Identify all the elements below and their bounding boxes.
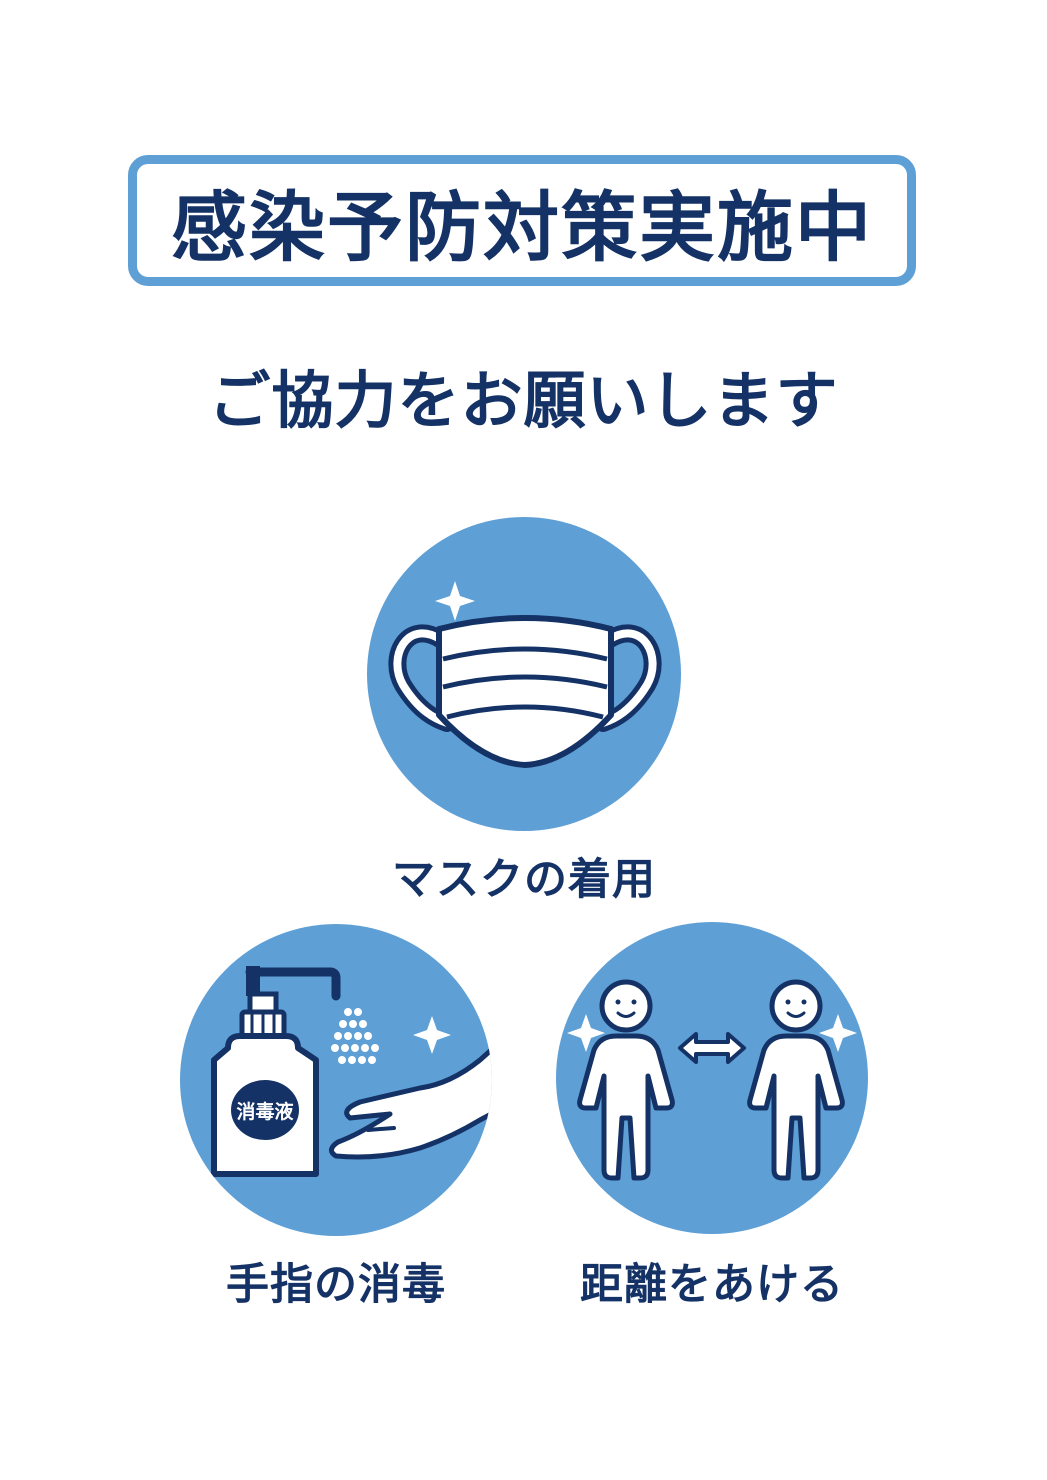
caption-mask: マスクの着用: [392, 855, 656, 905]
title-banner: 感染予防対策実施中: [128, 155, 916, 286]
poster-subtitle: ご協力をお願いします: [208, 364, 839, 437]
face-mask-icon: [367, 517, 681, 831]
hand-sanitizer-icon: [180, 924, 492, 1236]
poster-title: 感染予防対策実施中: [171, 182, 873, 272]
bottle-label: 消毒液: [236, 1101, 294, 1123]
social-distance-icon: [556, 922, 868, 1234]
caption-sanitize: 手指の消毒: [226, 1260, 446, 1310]
caption-distance: 距離をあける: [580, 1260, 844, 1310]
